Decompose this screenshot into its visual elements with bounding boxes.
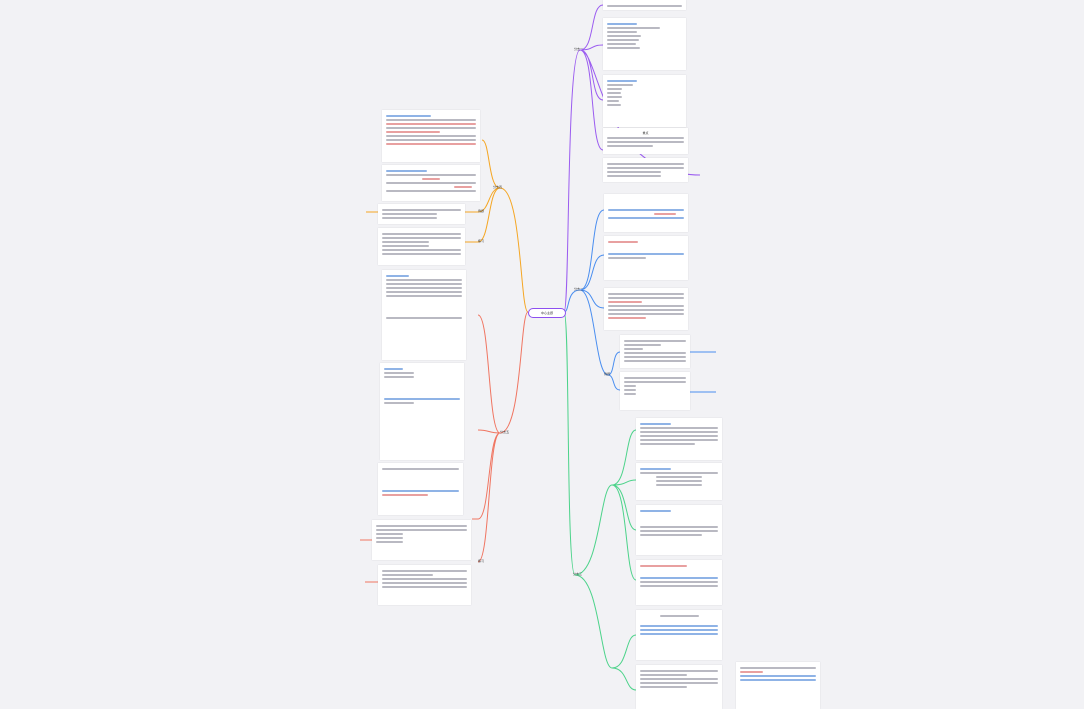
table-card: [604, 288, 688, 330]
central-topic[interactable]: 中心主题: [528, 308, 566, 318]
sub-node[interactable]: 例题: [478, 209, 485, 213]
diagram-card: [604, 236, 688, 280]
question-card: [372, 520, 471, 560]
central-topic-label: 中心主题: [540, 311, 553, 315]
sub-node[interactable]: 例题: [604, 372, 611, 376]
branch-node[interactable]: 分支三: [573, 572, 583, 576]
note-card: [603, 75, 686, 127]
screenshot-card: [382, 270, 466, 360]
branch-node[interactable]: 分支四: [493, 185, 503, 189]
diagram-card: [380, 363, 464, 460]
question-card: [378, 204, 465, 224]
question-card: [378, 228, 465, 265]
table-card: [382, 165, 480, 201]
question-card: [378, 565, 471, 605]
diagram-card: [636, 610, 722, 660]
diagram-card: [636, 505, 722, 555]
diagram-card: [736, 662, 820, 709]
table-card: [636, 463, 722, 500]
note-card: [620, 335, 690, 368]
note-card: 重点: [603, 128, 688, 154]
note-card: [382, 110, 480, 162]
note-card: [603, 18, 686, 70]
diagram-card: [378, 463, 463, 515]
diagram-card: [604, 194, 688, 232]
note-card: [603, 0, 686, 10]
branch-node[interactable]: 分支二: [574, 287, 584, 291]
note-card: [603, 158, 688, 182]
sub-node[interactable]: 练习: [478, 239, 485, 243]
note-card: [636, 665, 722, 709]
card-title: 重点: [642, 131, 649, 135]
branch-node[interactable]: 分支五: [500, 430, 510, 434]
diagram-card: [636, 560, 722, 605]
branch-node[interactable]: 分支一: [574, 47, 584, 51]
sub-node[interactable]: 练习: [478, 559, 485, 563]
note-card: [620, 372, 690, 410]
note-card: [636, 418, 722, 460]
